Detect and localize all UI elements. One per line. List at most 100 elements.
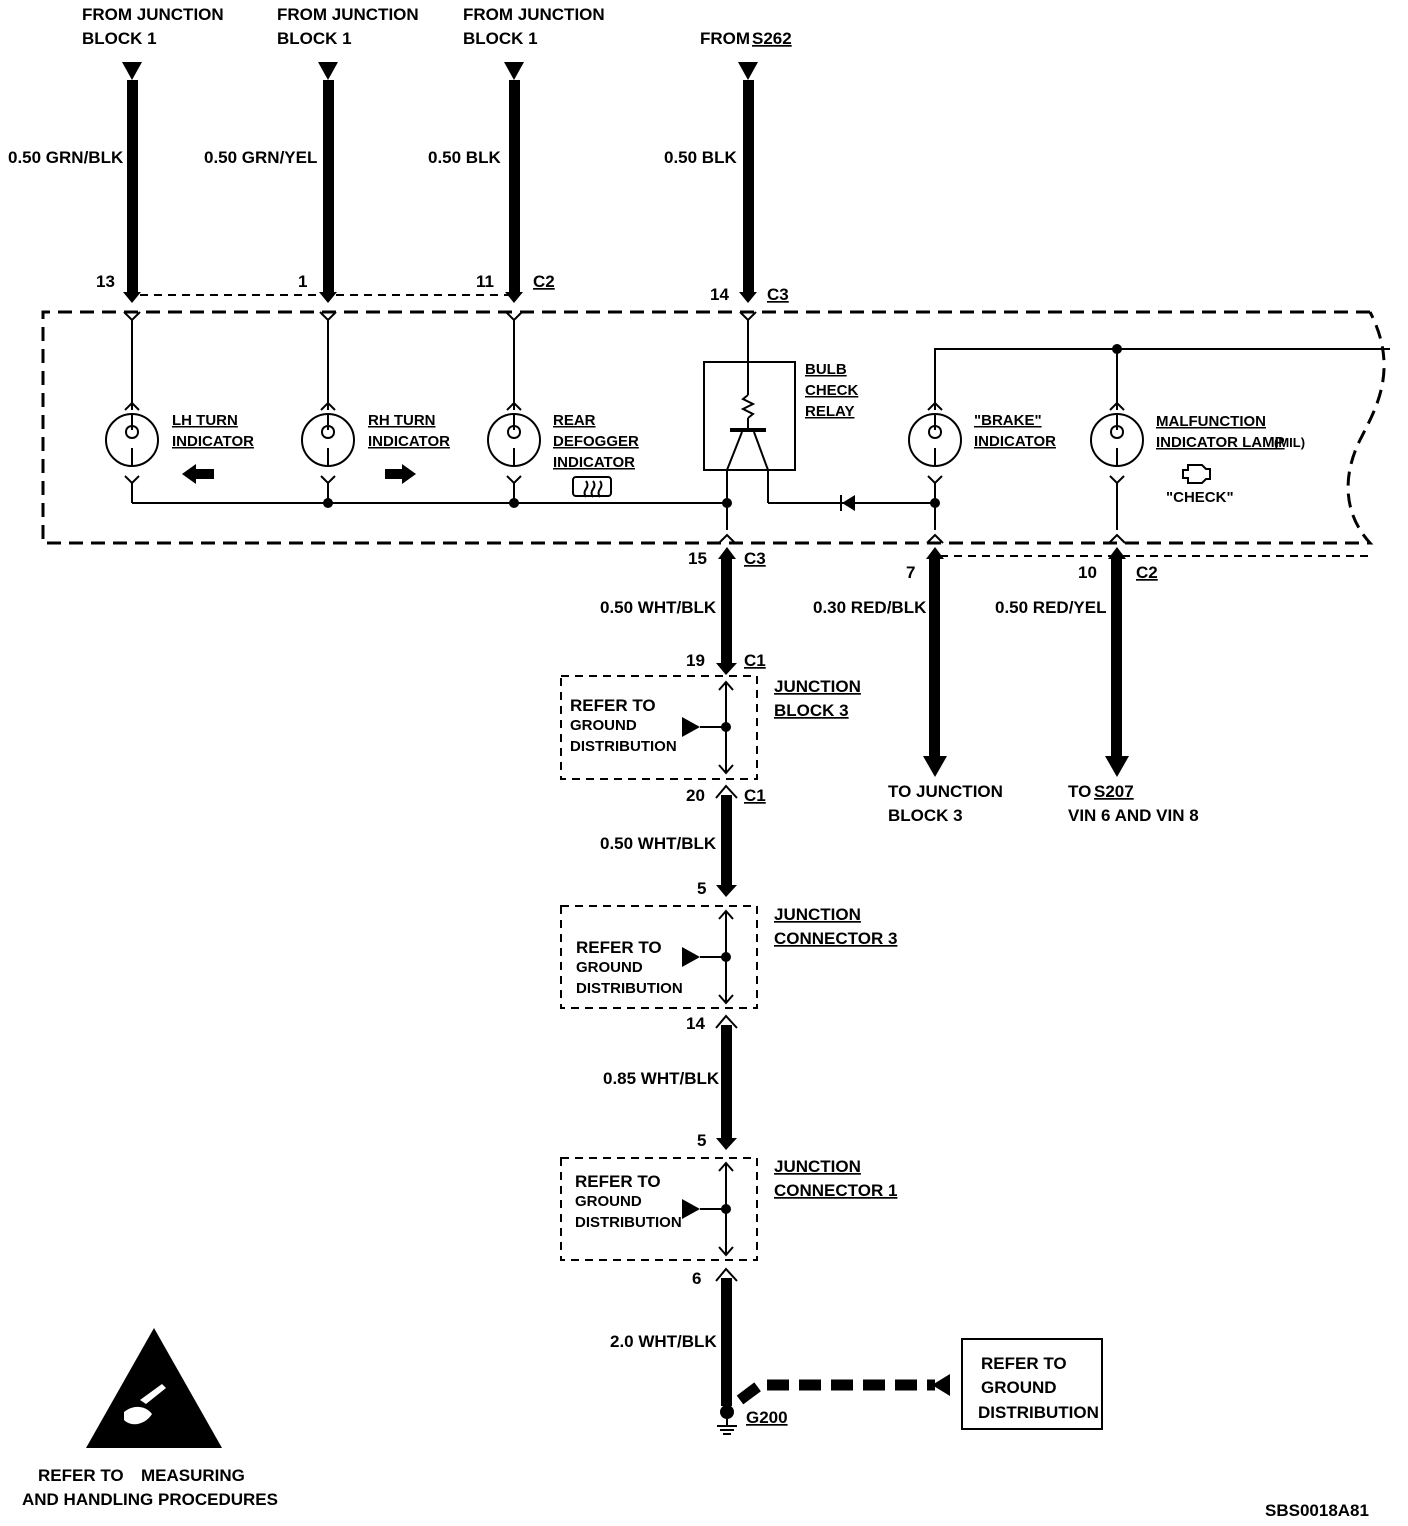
source-1-line1: FROM JUNCTION	[82, 5, 224, 24]
refer-2: GROUND	[575, 1193, 642, 1210]
block-name-1: JUNCTION	[774, 677, 861, 696]
refer-1: REFER TO	[576, 938, 662, 957]
pin-label-top: 19	[686, 651, 705, 670]
relay-label-2: CHECK	[805, 382, 859, 399]
mil-output-wire: 10 C2 0.50 RED/YEL TO S207 VIN 6 AND VIN…	[995, 547, 1199, 825]
pin-label: 7	[906, 563, 915, 582]
wire-label: 0.50 WHT/BLK	[600, 834, 717, 853]
pin-label-bottom: 6	[692, 1269, 701, 1288]
arrow-left-icon	[182, 464, 214, 484]
wire-label: 0.50 GRN/YEL	[204, 148, 317, 167]
wire-label: 0.50 RED/YEL	[995, 598, 1107, 617]
connector-label: C3	[767, 285, 789, 304]
pin-label-top: 5	[697, 1131, 706, 1150]
rear-defogger-icon	[572, 476, 612, 498]
refer-3: DISTRIBUTION	[576, 980, 683, 997]
source-3-line2: BLOCK 1	[463, 29, 538, 48]
source-4-line2: S262	[752, 29, 792, 48]
source-1-line2: BLOCK 1	[82, 29, 157, 48]
ground-refer-1: REFER TO	[981, 1354, 1067, 1373]
connector-label-top: C1	[744, 651, 766, 670]
lh-turn-label-2: INDICATOR	[172, 433, 254, 450]
wire-label: 0.50 GRN/BLK	[8, 148, 124, 167]
mil-check-text: "CHECK"	[1166, 489, 1234, 506]
pin-label: 1	[298, 272, 307, 291]
diode-icon	[840, 495, 935, 511]
junction-connector-3: 5 14 JUNCTION CONNECTOR 3 REFER TO GROUN…	[560, 879, 897, 1033]
defogger-label-1: REAR	[553, 412, 596, 429]
lh-turn-label-1: LH TURN	[172, 412, 238, 429]
defogger-label-3: INDICATOR	[553, 454, 635, 471]
connector-name-1: JUNCTION	[774, 905, 861, 924]
arrow-down-icon	[504, 62, 524, 80]
ground-label: G200	[746, 1408, 788, 1427]
esd-line-1a: REFER TO	[38, 1466, 124, 1485]
dest-line1: TO JUNCTION	[888, 782, 1003, 801]
refer-1: REFER TO	[570, 696, 656, 715]
brake-indicator-bulb	[908, 401, 962, 530]
rear-defogger-bulb	[487, 320, 541, 503]
source-2-line1: FROM JUNCTION	[277, 5, 419, 24]
defogger-label-2: DEFOGGER	[553, 433, 639, 450]
relay-label-3: RELAY	[805, 403, 854, 420]
arrow-right-icon	[385, 464, 416, 484]
diagram-code: SBS0018A81	[1265, 1501, 1369, 1520]
wire-label: 2.0 WHT/BLK	[610, 1332, 717, 1351]
bulb-check-relay	[703, 320, 850, 530]
refer-1: REFER TO	[575, 1172, 661, 1191]
ground-refer-2: GROUND	[981, 1378, 1057, 1397]
wire-label: 0.50 BLK	[664, 148, 737, 167]
source-wire-2: FROM JUNCTION BLOCK 1 0.50 GRN/YEL 1	[204, 5, 419, 292]
mil-bulb	[1090, 401, 1144, 530]
dest-line2: VIN 6 AND VIN 8	[1068, 806, 1199, 825]
source-wire-1: FROM JUNCTION BLOCK 1 0.50 GRN/BLK 13	[8, 5, 224, 292]
refer-3: DISTRIBUTION	[570, 738, 677, 755]
wire-label: 0.50 BLK	[428, 148, 501, 167]
dest-line1: TO	[1068, 782, 1091, 801]
pin-label: 14	[710, 285, 729, 304]
rh-turn-label-1: RH TURN	[368, 412, 436, 429]
block-name-2: BLOCK 3	[774, 701, 849, 720]
dest-splice: S207	[1094, 782, 1134, 801]
wire-label: 0.85 WHT/BLK	[603, 1069, 720, 1088]
esd-line-1b: MEASURING	[141, 1466, 245, 1485]
refer-3: DISTRIBUTION	[575, 1214, 682, 1231]
source-2-line2: BLOCK 1	[277, 29, 352, 48]
ground-g200: G200 REFER TO GROUND DISTRIBUTION	[717, 1338, 1103, 1435]
wire-label: 0.50 WHT/BLK	[600, 598, 717, 617]
arrow-down-icon	[923, 756, 947, 777]
pin-label-bottom: 20	[686, 786, 705, 805]
ground-output-wire: 15 C3 0.50 WHT/BLK	[600, 547, 766, 617]
brake-label-2: INDICATOR	[974, 433, 1056, 450]
esd-warning-icon	[86, 1328, 222, 1448]
rh-turn-label-2: INDICATOR	[368, 433, 450, 450]
connector-label-bottom: C1	[744, 786, 766, 805]
mil-label-1: MALFUNCTION	[1156, 413, 1266, 430]
arrow-down-icon	[1105, 756, 1129, 777]
connector-label: C3	[744, 549, 766, 568]
relay-label-1: BULB	[805, 361, 847, 378]
brake-label-1: "BRAKE"	[974, 412, 1042, 429]
pin-label-bottom: 14	[686, 1014, 705, 1033]
pin-label: 10	[1078, 563, 1097, 582]
pin-label: 13	[96, 272, 115, 291]
wire-label: 0.30 RED/BLK	[813, 598, 927, 617]
instrument-cluster-boundary	[41, 310, 1386, 545]
connector-name-2: CONNECTOR 1	[774, 1181, 897, 1200]
brake-output-wire: 7 0.30 RED/BLK TO JUNCTION BLOCK 3	[813, 547, 1003, 825]
dest-line2: BLOCK 3	[888, 806, 963, 825]
ground-icon	[717, 1419, 737, 1435]
refer-2: GROUND	[570, 717, 637, 734]
connector-name-1: JUNCTION	[774, 1157, 861, 1176]
source-wire-3: FROM JUNCTION BLOCK 1 0.50 BLK 11 C2	[428, 5, 605, 292]
junction-connector-1: 5 6 JUNCTION CONNECTOR 1 REFER TO GROUND…	[560, 1131, 897, 1288]
esd-warning: REFER TO MEASURING AND HANDLING PROCEDUR…	[22, 1328, 278, 1509]
pin-label: 11	[476, 272, 494, 291]
connector-label: C2	[1136, 563, 1158, 582]
arrow-down-icon	[738, 62, 758, 80]
lh-turn-bulb	[105, 320, 159, 503]
esd-line-2: AND HANDLING PROCEDURES	[22, 1490, 278, 1509]
connector-label: C2	[533, 272, 555, 291]
arrow-down-icon	[122, 62, 142, 80]
